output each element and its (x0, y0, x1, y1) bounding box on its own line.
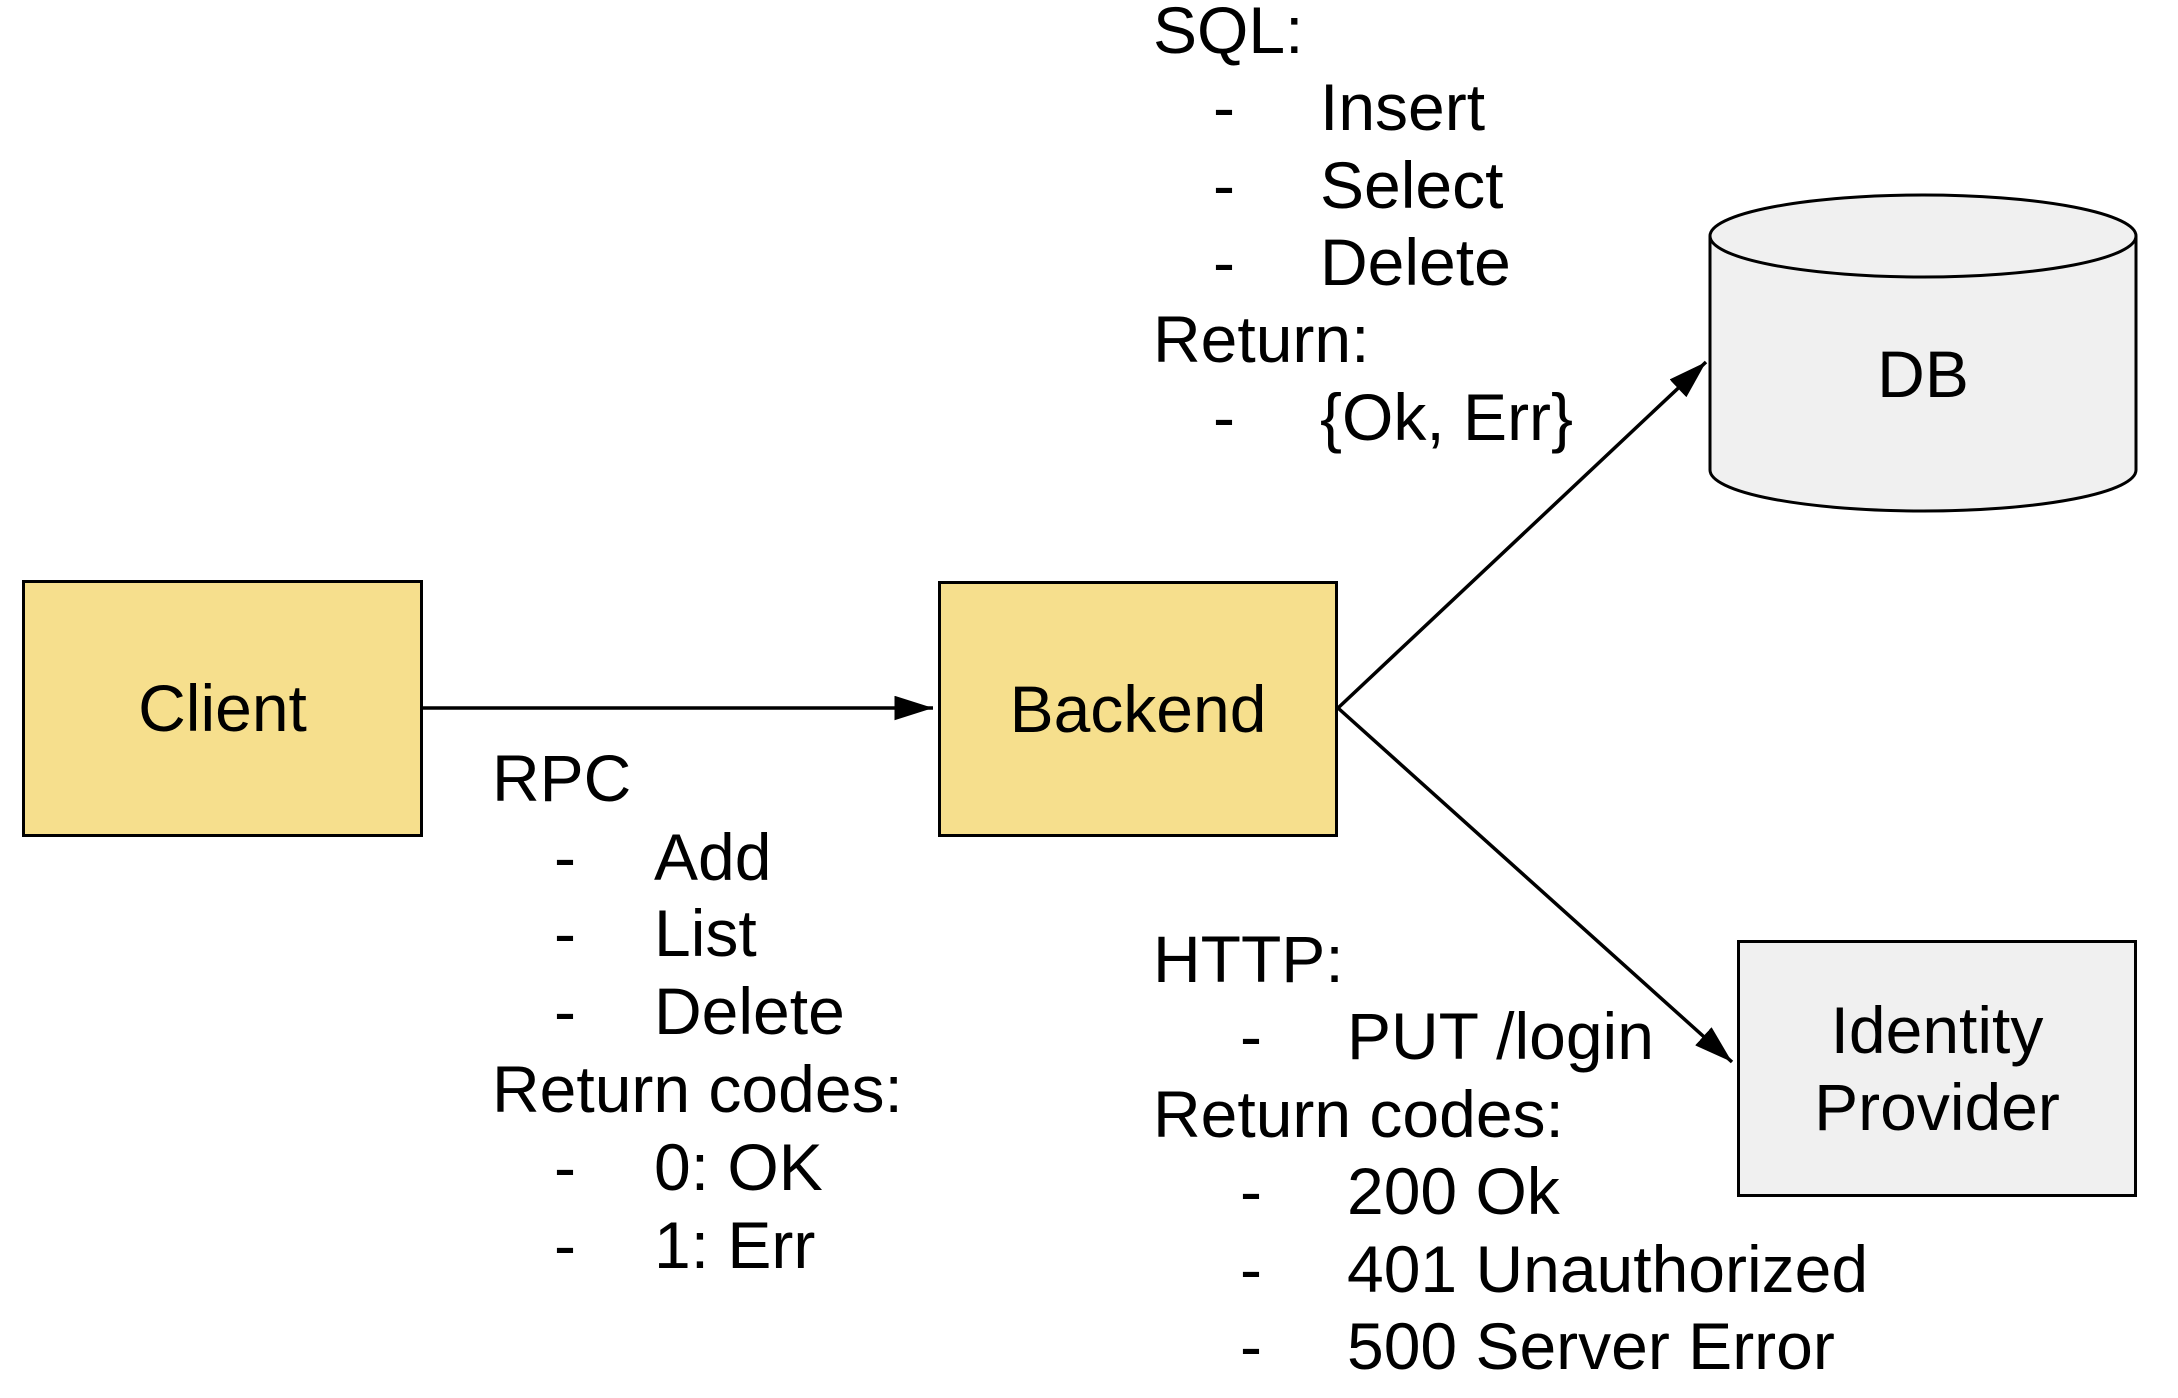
http-annotation-title: HTTP: (1153, 922, 1344, 996)
bullet-dash: - (1213, 380, 1235, 454)
bullet-dash: - (554, 1208, 576, 1282)
sql-item-insert: Insert (1320, 70, 1486, 144)
db-label: DB (1877, 337, 1969, 411)
identity-provider-label: Identity Provider (1814, 992, 2060, 1144)
client-label: Client (138, 671, 307, 745)
sql-return-ok-err: {Ok, Err} (1320, 380, 1574, 454)
sql-item-select: Select (1320, 148, 1504, 222)
bullet-dash: - (1213, 148, 1235, 222)
sql-item-delete: Delete (1320, 225, 1511, 299)
bullet-dash: - (1213, 70, 1235, 144)
sql-annotation-title: SQL: (1153, 0, 1304, 67)
rpc-item-add: Add (654, 820, 772, 894)
identity-provider-node: Identity Provider (1737, 940, 2137, 1197)
bullet-dash: - (554, 820, 576, 894)
backend-node: Backend (938, 581, 1338, 837)
client-node: Client (22, 580, 423, 837)
http-annotation-subtitle: Return codes: (1153, 1077, 1564, 1151)
bullet-dash: - (554, 1130, 576, 1204)
http-code-401: 401 Unauthorized (1347, 1232, 1869, 1306)
bullet-dash: - (1240, 1232, 1262, 1306)
rpc-code-err: 1: Err (654, 1208, 816, 1282)
rpc-item-delete: Delete (654, 974, 845, 1048)
backend-label: Backend (1009, 671, 1267, 746)
bullet-dash: - (554, 896, 576, 970)
rpc-annotation-title: RPC (492, 741, 632, 815)
sql-annotation-subtitle: Return: (1153, 302, 1370, 376)
rpc-item-list: List (654, 896, 757, 970)
bullet-dash: - (1240, 999, 1262, 1073)
http-code-200: 200 Ok (1347, 1154, 1560, 1228)
bullet-dash: - (1213, 225, 1235, 299)
bullet-dash: - (1240, 1154, 1262, 1228)
bullet-dash: - (1240, 1309, 1262, 1383)
rpc-code-ok: 0: OK (654, 1130, 823, 1204)
rpc-annotation-subtitle: Return codes: (492, 1052, 903, 1126)
http-code-500: 500 Server Error (1347, 1309, 1835, 1383)
bullet-dash: - (554, 974, 576, 1048)
http-item-put-login: PUT /login (1347, 999, 1654, 1073)
